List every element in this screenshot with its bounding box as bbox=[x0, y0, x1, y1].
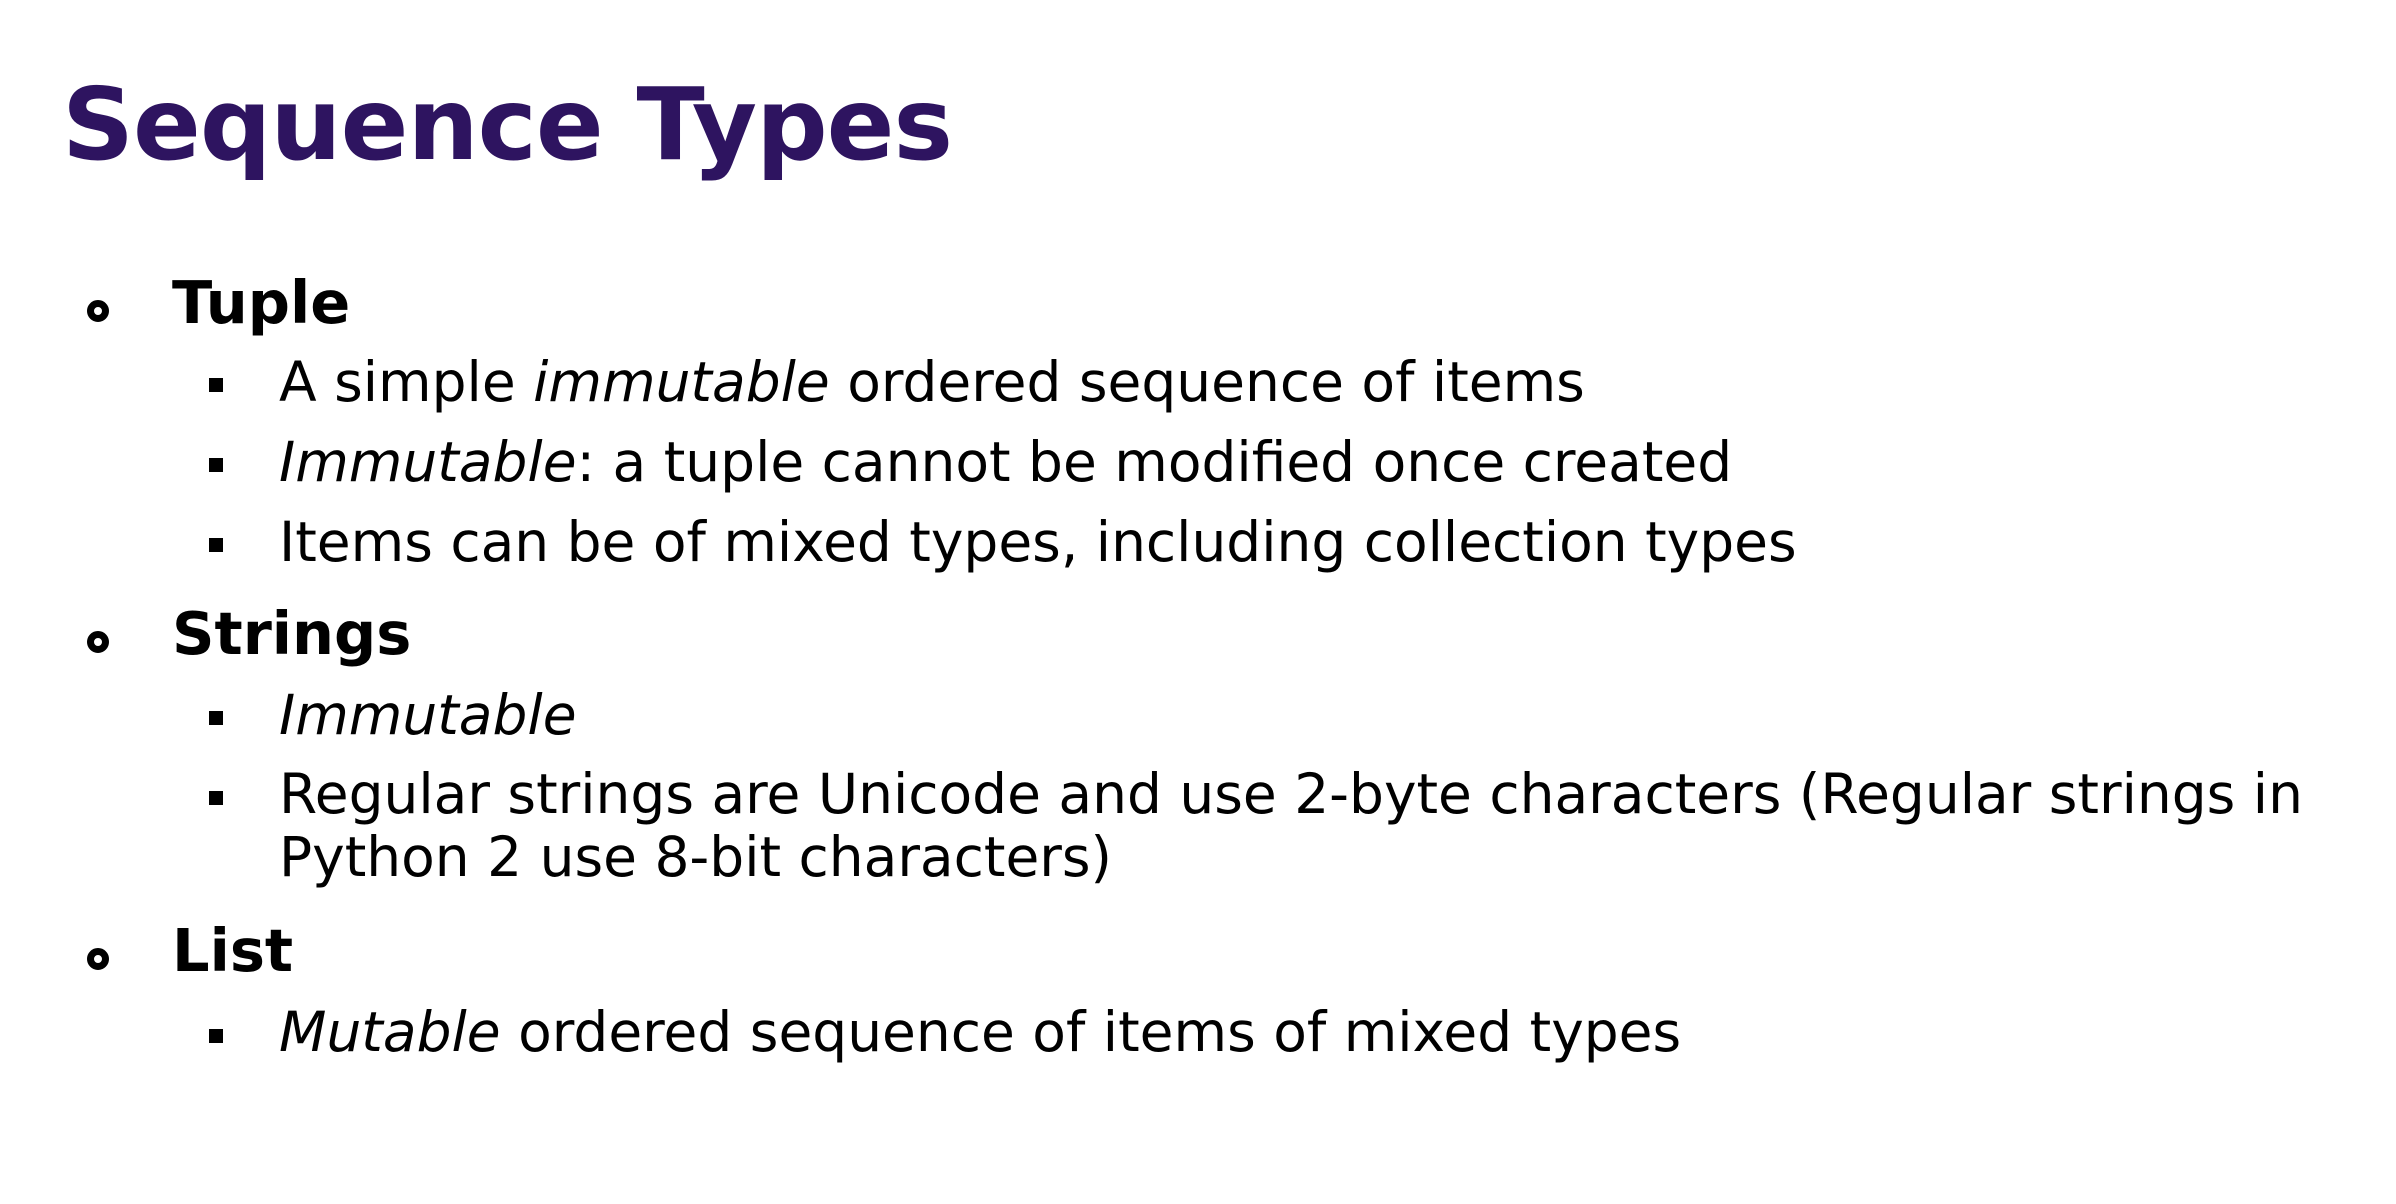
filled-square-icon bbox=[209, 1029, 223, 1043]
hollow-circle-icon bbox=[87, 948, 109, 970]
filled-square-icon bbox=[209, 538, 223, 552]
list-item: Mutable ordered sequence of items of mix… bbox=[279, 1000, 1682, 1064]
section-heading-tuple: Tuple bbox=[172, 268, 351, 337]
list-item: Immutable bbox=[279, 683, 577, 747]
hollow-circle-icon bbox=[87, 300, 109, 322]
list-item: Items can be of mixed types, including c… bbox=[279, 510, 1797, 574]
section-heading-list: List bbox=[172, 916, 294, 985]
slide-title: Sequence Types bbox=[62, 66, 953, 183]
list-item: Regular strings are Unicode and use 2-by… bbox=[279, 762, 2303, 889]
filled-square-icon bbox=[209, 458, 223, 472]
list-item: A simple immutable ordered sequence of i… bbox=[279, 350, 1585, 414]
filled-square-icon bbox=[209, 378, 223, 392]
filled-square-icon bbox=[209, 791, 223, 805]
filled-square-icon bbox=[209, 711, 223, 725]
hollow-circle-icon bbox=[87, 631, 109, 653]
list-item: Immutable: a tuple cannot be modified on… bbox=[279, 430, 1733, 494]
section-heading-strings: Strings bbox=[172, 599, 412, 668]
